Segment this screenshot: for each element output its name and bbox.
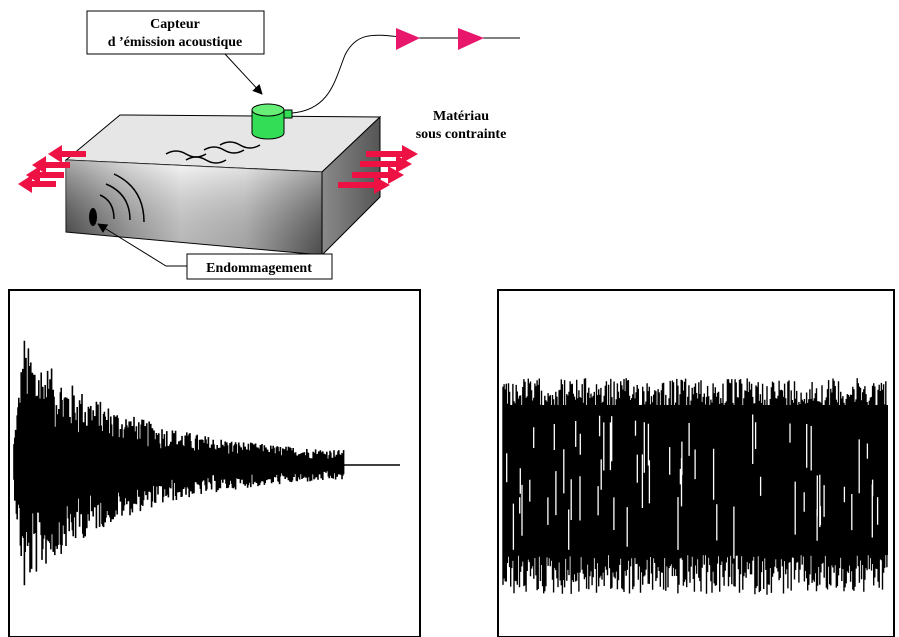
left-stress-arrows <box>18 145 86 193</box>
cable-arrow-2 <box>458 28 484 50</box>
material-block <box>64 114 382 257</box>
sensor-label-line1: Capteur <box>150 17 200 32</box>
sensor-label-line2: d ’émission acoustique <box>108 35 243 50</box>
sensor-label-box <box>86 10 265 55</box>
damage-wave-arcs <box>99 173 145 223</box>
material-label-line2: sous contrainte <box>416 127 507 142</box>
block-front-shade <box>66 160 322 255</box>
sensor-cable <box>291 34 520 114</box>
cable-arrow-1 <box>396 28 420 50</box>
material-label-line1: Matériau <box>433 109 489 124</box>
sensor-pointer <box>224 53 263 95</box>
sensor <box>251 103 293 140</box>
damage-label: Endommagement <box>206 261 312 276</box>
damage-label-box <box>186 253 333 280</box>
damage-source <box>89 208 97 226</box>
burst-signal-waveform <box>13 340 400 586</box>
continuous-signal-waveform <box>502 378 888 595</box>
surface-waves <box>165 141 261 164</box>
right-stress-arrows <box>338 145 418 194</box>
damage-pointer <box>97 223 187 267</box>
